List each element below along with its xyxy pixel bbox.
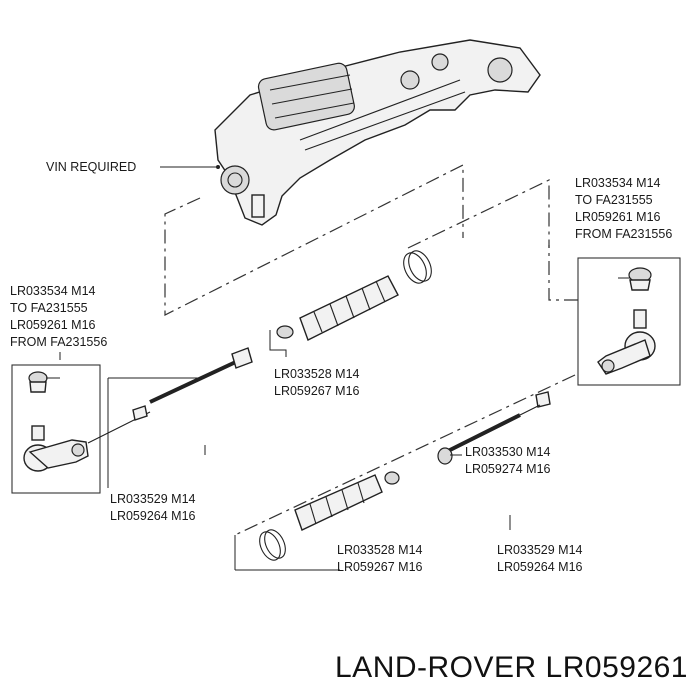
part-caption: LAND-ROVER LR059261 bbox=[335, 651, 688, 684]
svg-text:TO FA231555: TO FA231555 bbox=[10, 301, 88, 315]
lower-rod-label: LR033529 M14 LR059264 M16 bbox=[497, 543, 583, 574]
upper-rod-label: LR033529 M14 LR059264 M16 bbox=[110, 492, 196, 523]
svg-text:LR059261 M16: LR059261 M16 bbox=[575, 210, 661, 224]
svg-text:LR033529 M14: LR033529 M14 bbox=[110, 492, 196, 506]
left-tie-rod-end bbox=[11, 364, 101, 494]
svg-text:LR059264 M16: LR059264 M16 bbox=[497, 560, 583, 574]
svg-text:LR033528 M14: LR033528 M14 bbox=[274, 367, 360, 381]
tl-note-label: LR033534 M14 TO FA231555 LR059261 M16 FR… bbox=[10, 284, 107, 349]
upper-inner-tie-rod bbox=[87, 347, 253, 444]
upper-boot-assembly bbox=[276, 250, 432, 341]
lower-boot-assembly bbox=[259, 471, 400, 561]
lower-inner-tie-rod bbox=[437, 391, 551, 465]
upper-boot-label: LR033528 M14 LR059267 M16 bbox=[274, 367, 360, 398]
tr-note-label: LR033534 M14 TO FA231555 LR059261 M16 FR… bbox=[575, 176, 672, 241]
svg-text:LR033534 M14: LR033534 M14 bbox=[575, 176, 661, 190]
svg-text:TO FA231555: TO FA231555 bbox=[575, 193, 653, 207]
steering-rack-assembly bbox=[214, 39, 541, 226]
svg-text:FROM FA231556: FROM FA231556 bbox=[10, 335, 107, 349]
svg-text:LR059264 M16: LR059264 M16 bbox=[110, 509, 196, 523]
svg-text:LR059267 M16: LR059267 M16 bbox=[274, 384, 360, 398]
lower-boot-label: LR033528 M14 LR059267 M16 bbox=[337, 543, 423, 574]
inner-joint-label: LR033530 M14 LR059274 M16 bbox=[465, 445, 551, 476]
svg-text:LR059274 M16: LR059274 M16 bbox=[465, 462, 551, 476]
dash-dot-guides bbox=[164, 164, 578, 536]
svg-text:LR059267 M16: LR059267 M16 bbox=[337, 560, 423, 574]
svg-text:LR033534 M14: LR033534 M14 bbox=[10, 284, 96, 298]
svg-text:LR059261 M16: LR059261 M16 bbox=[10, 318, 96, 332]
svg-text:LR033530 M14: LR033530 M14 bbox=[465, 445, 551, 459]
svg-text:FROM FA231556: FROM FA231556 bbox=[575, 227, 672, 241]
vin-required-label: VIN REQUIRED bbox=[46, 160, 136, 174]
leader-lines bbox=[59, 330, 511, 571]
svg-text:LR033529 M14: LR033529 M14 bbox=[497, 543, 583, 557]
svg-text:LR033528 M14: LR033528 M14 bbox=[337, 543, 423, 557]
right-tie-rod-end bbox=[577, 257, 681, 386]
